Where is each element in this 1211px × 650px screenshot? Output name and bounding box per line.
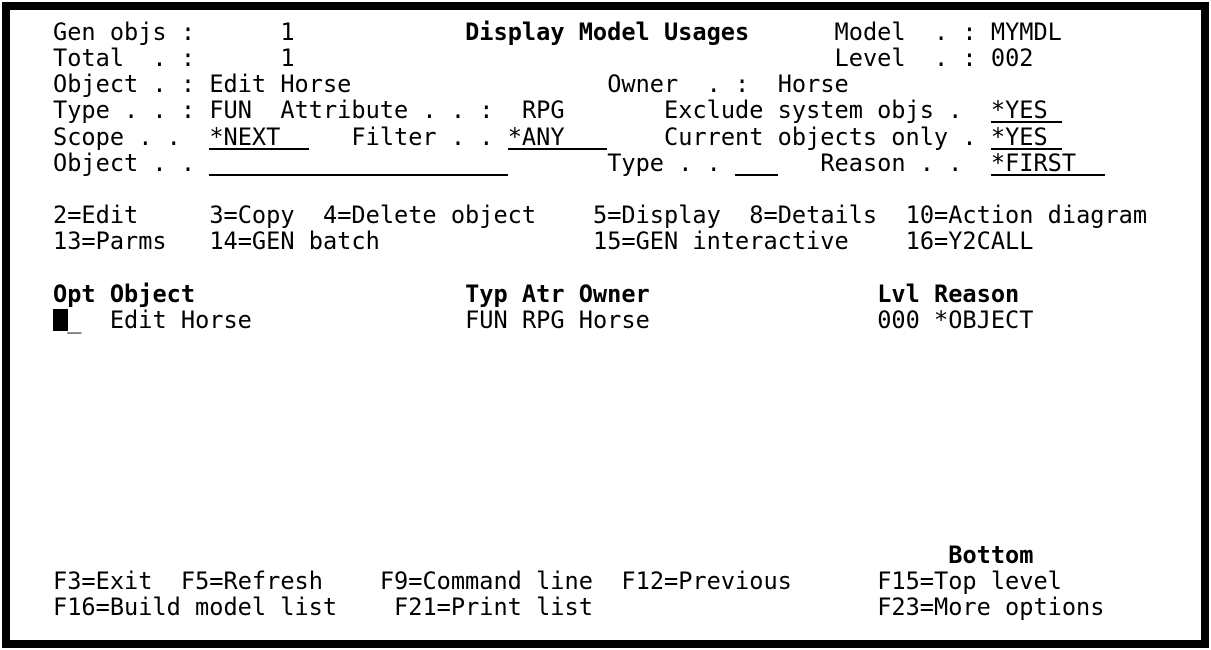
total-value: 1 xyxy=(280,44,295,73)
owner-label: Owner . : xyxy=(607,70,750,99)
type-filter-field[interactable] xyxy=(735,150,778,176)
level-value: 002 xyxy=(990,44,1034,73)
column-header-lvl-reason: Lvl Reason xyxy=(877,279,1020,308)
object-name-filter-field[interactable] xyxy=(209,150,508,176)
opt-input-cursor[interactable] xyxy=(53,308,68,331)
fkey-f15-top-level: F15=Top level xyxy=(877,567,1062,596)
owner-value: Horse xyxy=(777,70,849,99)
screen-row-23: F16=Build model list F21=Print list F23=Mo… xyxy=(10,594,1201,620)
option-14-gen-batch: 14=GEN batch xyxy=(209,227,380,256)
row-atr: RPG xyxy=(521,305,565,334)
fkey-f23-more-options: F23=More options xyxy=(877,593,1105,622)
attribute-label: Attribute . . : xyxy=(280,96,494,125)
column-header-opt: Opt xyxy=(53,279,96,308)
gen-objs-value: 1 xyxy=(280,18,295,46)
fkey-f16-build-model-list: F16=Build model list xyxy=(53,593,338,622)
column-header-typ-atr-owner: Typ Atr Owner xyxy=(465,279,650,308)
screen-row-5: Scope . . *NEXT Filter . . *ANY Current obje… xyxy=(10,124,1201,150)
option-2-edit: 2=Edit xyxy=(53,201,139,230)
option-15-gen-interactive: 15=GEN interactive xyxy=(592,227,849,256)
reason-field[interactable]: *FIRST xyxy=(990,150,1105,176)
row-lvl: 000 xyxy=(877,305,920,334)
fkey-f12-previous: F12=Previous xyxy=(621,567,792,596)
screen-row-11: Opt Object Typ Atr Owner Lvl Reason xyxy=(10,281,1201,307)
fkey-f5-refresh: F5=Refresh xyxy=(180,567,323,596)
model-label: Model . : xyxy=(834,18,977,46)
opt-input-underscore[interactable]: _ xyxy=(67,305,82,334)
screen-row-6: Object . . Type . . Reason . . *FIRST xyxy=(10,150,1201,176)
screen-row-1: Gen objs : 1 Display Model Usages Model . :… xyxy=(10,19,1201,45)
option-16-y2call: 16=Y2CALL xyxy=(905,227,1034,256)
bottom-indicator: Bottom xyxy=(948,541,1034,569)
fkey-f21-print-list: F21=Print list xyxy=(394,593,593,622)
option-5-display: 5=Display xyxy=(592,201,721,230)
object-label: Object . : xyxy=(53,70,196,99)
level-label: Level . : xyxy=(834,44,977,73)
option-4-delete-object: 4=Delete object xyxy=(323,201,537,230)
column-header-object: Object xyxy=(109,279,196,308)
screen-row-22: F3=Exit F5=Refresh F9=Command line F12=Prev… xyxy=(10,568,1201,594)
current-objects-only-field[interactable]: *YES xyxy=(990,124,1062,150)
screen-row-2: Total . : 1 Level . : 002 xyxy=(10,45,1201,71)
screen-row-12: _ Edit Horse FUN RPG Horse 000 *OBJECT xyxy=(10,307,1201,333)
screen-title: Display Model Usages xyxy=(465,18,750,46)
type-value: FUN xyxy=(209,96,252,125)
exclude-system-objs-field[interactable]: *YES xyxy=(990,97,1062,124)
screen-row-3: Object . : Edit Horse Owner . : Horse xyxy=(10,71,1201,97)
reason-label: Reason . . xyxy=(820,148,963,177)
fkey-f9-command-line: F9=Command line xyxy=(379,567,593,596)
current-objects-only-label: Current objects only . xyxy=(664,122,977,151)
type-label: Type . . : xyxy=(53,96,196,125)
scope-label: Scope . . xyxy=(53,122,181,151)
screen-row-9: 13=Parms 14=GEN batch 15=GEN interactive 16… xyxy=(10,228,1201,254)
option-10-action-diagram: 10=Action diagram xyxy=(905,201,1148,230)
fkey-f3-exit: F3=Exit xyxy=(53,567,153,596)
model-value: MYMDL xyxy=(990,18,1062,46)
option-8-details: 8=Details xyxy=(749,201,878,230)
filter-label: Filter . . xyxy=(351,122,494,151)
filter-field[interactable]: *ANY xyxy=(507,124,608,150)
type-filter-label: Type . . xyxy=(607,148,721,177)
option-13-parms: 13=Parms xyxy=(53,227,167,256)
screen-row-8: 2=Edit 3=Copy 4=Delete object 5=Display 8=De… xyxy=(10,202,1201,228)
screen-row-4: Type . . : FUN Attribute . . : RPG Exclude s… xyxy=(10,96,1201,125)
option-3-copy: 3=Copy xyxy=(209,201,295,230)
scope-field[interactable]: *NEXT xyxy=(209,124,309,150)
object-name-filter-label: Object . . xyxy=(53,148,196,177)
exclude-system-objs-label: Exclude system objs . xyxy=(664,96,963,125)
row-reason: *OBJECT xyxy=(934,305,1034,334)
attribute-value: RPG xyxy=(521,96,565,125)
total-label: Total . : xyxy=(53,44,196,73)
screen-row-21: Bottom xyxy=(10,542,1201,568)
row-typ: FUN xyxy=(465,305,508,334)
object-value: Edit Horse xyxy=(209,70,352,99)
gen-objs-label: Gen objs : xyxy=(53,18,196,46)
row-owner: Horse xyxy=(578,305,650,334)
terminal-content: Gen objs : 1 Display Model Usages Model . :… xyxy=(10,10,1201,640)
row-object-name: Edit Horse xyxy=(109,305,252,334)
